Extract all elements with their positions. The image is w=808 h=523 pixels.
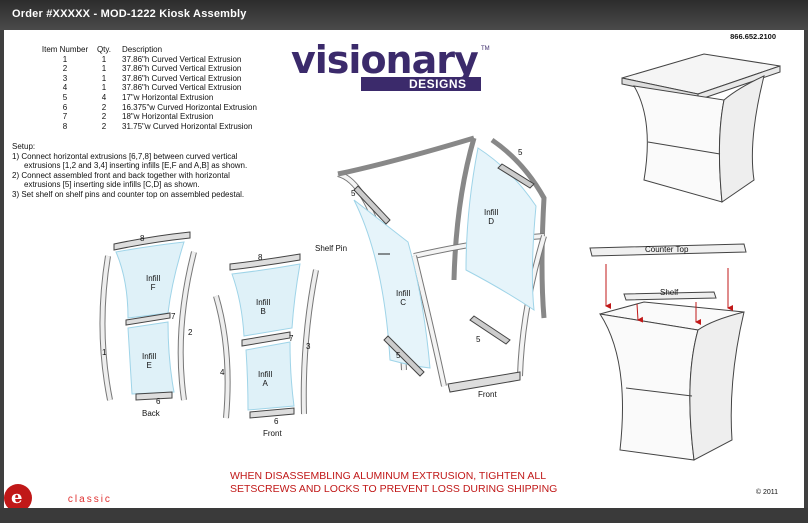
label-8-back: 8 bbox=[140, 234, 145, 243]
parts-header-row: Item Number Qty. Description bbox=[38, 45, 257, 55]
assembly-sheet: 866.652.2100 Item Number Qty. Descriptio… bbox=[4, 30, 804, 508]
label-infill-d: Infill D bbox=[484, 208, 499, 226]
label-shelf-pin: Shelf Pin bbox=[315, 244, 348, 253]
item-description: 18"w Horizontal Extrusion bbox=[122, 112, 214, 122]
item-number: 3 bbox=[62, 73, 68, 83]
logo-wordmark: visionary bbox=[291, 38, 479, 82]
exploded-kiosk bbox=[589, 243, 747, 461]
classic-exhibits-logo-icon: e bbox=[4, 484, 32, 512]
item-number: 8 bbox=[62, 121, 68, 131]
label-infill-e: Infill E bbox=[142, 352, 157, 370]
label-4: 4 bbox=[220, 368, 225, 377]
setup-line: extrusions [5] inserting side infills [C… bbox=[24, 180, 200, 190]
parts-row: 4 1 37.86"h Curved Vertical Extrusion bbox=[38, 83, 257, 93]
setup-line: 3) Set shelf on shelf pins and counter t… bbox=[12, 189, 245, 199]
col-description: Description bbox=[122, 45, 163, 54]
pedestal-assembly bbox=[337, 135, 547, 393]
parts-row: 3 1 37.86"h Curved Vertical Extrusion bbox=[38, 74, 257, 84]
item-description: 31.75"w Curved Horizontal Extrusion bbox=[122, 121, 253, 131]
item-number: 6 bbox=[62, 102, 68, 112]
title-bar: Order #XXXXX - MOD-1222 Kiosk Assembly bbox=[0, 0, 808, 30]
page-title: Order #XXXXX - MOD-1222 Kiosk Assembly bbox=[12, 8, 247, 20]
front-panel bbox=[213, 253, 319, 419]
label-infill-f: Infill F bbox=[146, 274, 161, 292]
copyright: © 2011 bbox=[755, 489, 778, 496]
logo-trademark: TM bbox=[481, 46, 490, 52]
web-brand: classic bbox=[67, 494, 112, 505]
label-6-front: 6 bbox=[274, 417, 279, 426]
col-item-number: Item Number bbox=[41, 45, 89, 54]
item-description: 37.86"h Curved Vertical Extrusion bbox=[122, 73, 242, 83]
label-5-c: 5 bbox=[476, 335, 481, 344]
parts-row: 8 2 31.75"w Curved Horizontal Extrusion bbox=[38, 122, 257, 132]
item-description: 37.86"h Curved Vertical Extrusion bbox=[122, 54, 242, 64]
warning-line: SETSCREWS AND LOCKS TO PREVENT LOSS DURI… bbox=[230, 483, 558, 495]
web-prefix: www. bbox=[36, 494, 68, 505]
assembly-diagram bbox=[99, 53, 781, 461]
item-qty: 1 bbox=[101, 54, 107, 64]
phone-number: 866.652.2100 bbox=[730, 32, 776, 41]
label-infill-b: Infill B bbox=[256, 298, 271, 316]
label-1: 1 bbox=[102, 348, 107, 357]
item-qty: 4 bbox=[101, 92, 107, 102]
parts-row: 2 1 37.86"h Curved Vertical Extrusion bbox=[38, 64, 257, 74]
back-panel bbox=[99, 231, 197, 401]
parts-row: 1 1 37.86"h Curved Vertical Extrusion bbox=[38, 55, 257, 65]
setup-line: 2) Connect assembled front and back toge… bbox=[12, 170, 230, 180]
item-description: 37.86"h Curved Vertical Extrusion bbox=[122, 83, 242, 93]
setup-title: Setup: bbox=[12, 142, 36, 151]
label-shelf: Shelf bbox=[660, 288, 679, 297]
website-link[interactable]: www.classicexhibits.com bbox=[36, 494, 192, 505]
label-back: Back bbox=[142, 409, 160, 418]
item-qty: 2 bbox=[101, 112, 107, 122]
item-qty: 2 bbox=[101, 121, 107, 131]
label-infill-c: Infill C bbox=[396, 289, 411, 307]
warning-line: WHEN DISASSEMBLING ALUMINUM EXTRUSION, T… bbox=[230, 470, 547, 482]
col-qty: Qty. bbox=[96, 45, 112, 54]
setup-line: extrusions [1,2 and 3,4] inserting infil… bbox=[24, 161, 248, 171]
label-infill-a: Infill A bbox=[258, 370, 273, 388]
label-3: 3 bbox=[306, 342, 311, 351]
item-description: 16.375"w Curved Horizontal Extrusion bbox=[122, 102, 257, 112]
footer-bar: www.classicexhibits.com bbox=[0, 494, 808, 523]
label-7-front: 7 bbox=[289, 334, 294, 343]
label-5-a: 5 bbox=[351, 189, 356, 198]
setup-instructions: Setup: 1) Connect horizontal extrusions … bbox=[12, 142, 247, 200]
item-description: 17"w Horizontal Extrusion bbox=[122, 92, 214, 102]
label-front-panel: Front bbox=[263, 429, 282, 438]
item-number: 5 bbox=[62, 92, 68, 102]
label-counter-top: Counter Top bbox=[645, 245, 689, 254]
item-number: 2 bbox=[62, 64, 68, 74]
item-number: 4 bbox=[62, 83, 68, 93]
parts-row: 7 2 18"w Horizontal Extrusion bbox=[38, 112, 257, 122]
item-number: 1 bbox=[62, 54, 68, 64]
item-qty: 1 bbox=[101, 73, 107, 83]
label-5-d: 5 bbox=[396, 351, 401, 360]
visionary-designs-logo: visionary TM DESIGNS bbox=[291, 38, 501, 94]
label-2: 2 bbox=[188, 328, 193, 337]
setup-line: 1) Connect horizontal extrusions [6,7,8]… bbox=[12, 151, 238, 161]
item-number: 7 bbox=[62, 112, 68, 122]
label-front-assembly: Front bbox=[478, 390, 497, 399]
item-qty: 2 bbox=[101, 102, 107, 112]
item-description: 37.86"h Curved Vertical Extrusion bbox=[122, 64, 242, 74]
item-qty: 1 bbox=[101, 83, 107, 93]
parts-row: 5 4 17"w Horizontal Extrusion bbox=[38, 93, 257, 103]
shipping-warning: WHEN DISASSEMBLING ALUMINUM EXTRUSION, T… bbox=[230, 470, 557, 496]
item-qty: 1 bbox=[101, 64, 107, 74]
label-6-back: 6 bbox=[156, 397, 161, 406]
label-8-front: 8 bbox=[258, 253, 263, 262]
assembled-kiosk bbox=[621, 53, 781, 203]
web-suffix: exhibits.com bbox=[111, 494, 192, 505]
logo-subtitle: DESIGNS bbox=[409, 77, 467, 91]
parts-row: 6 2 16.375"w Curved Horizontal Extrusion bbox=[38, 103, 257, 113]
logo-bar bbox=[361, 77, 481, 91]
label-7-back: 7 bbox=[171, 312, 176, 321]
label-5-b: 5 bbox=[518, 148, 523, 157]
